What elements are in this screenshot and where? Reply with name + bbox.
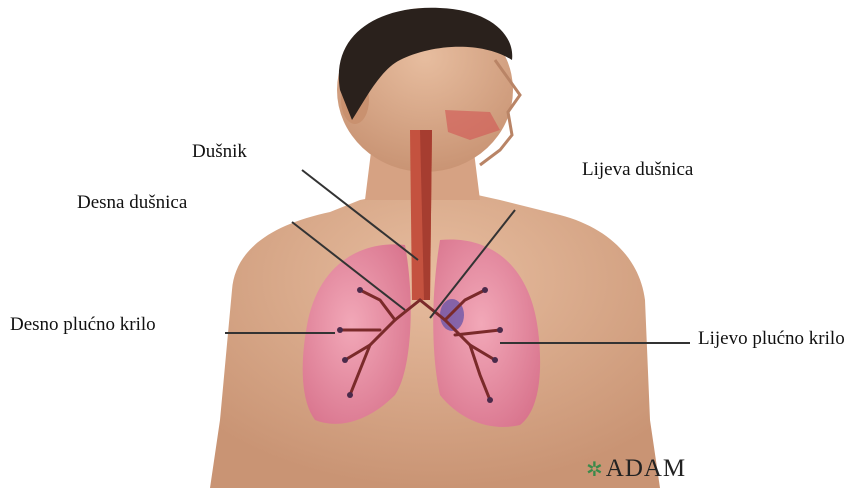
- label-right-lung: Desno plućno krilo: [6, 312, 160, 338]
- label-left-bronchus: Lijeva dušnica: [578, 157, 697, 183]
- label-left-lung: Lijevo plućno krilo: [694, 326, 849, 352]
- label-right-bronchus: Desna dušnica: [73, 190, 191, 216]
- leaf-icon: ✲: [586, 459, 604, 481]
- logo-text: ADAM: [606, 455, 686, 482]
- label-trachea: Dušnik: [188, 139, 251, 165]
- adam-logo: ✲ADAM: [586, 455, 686, 483]
